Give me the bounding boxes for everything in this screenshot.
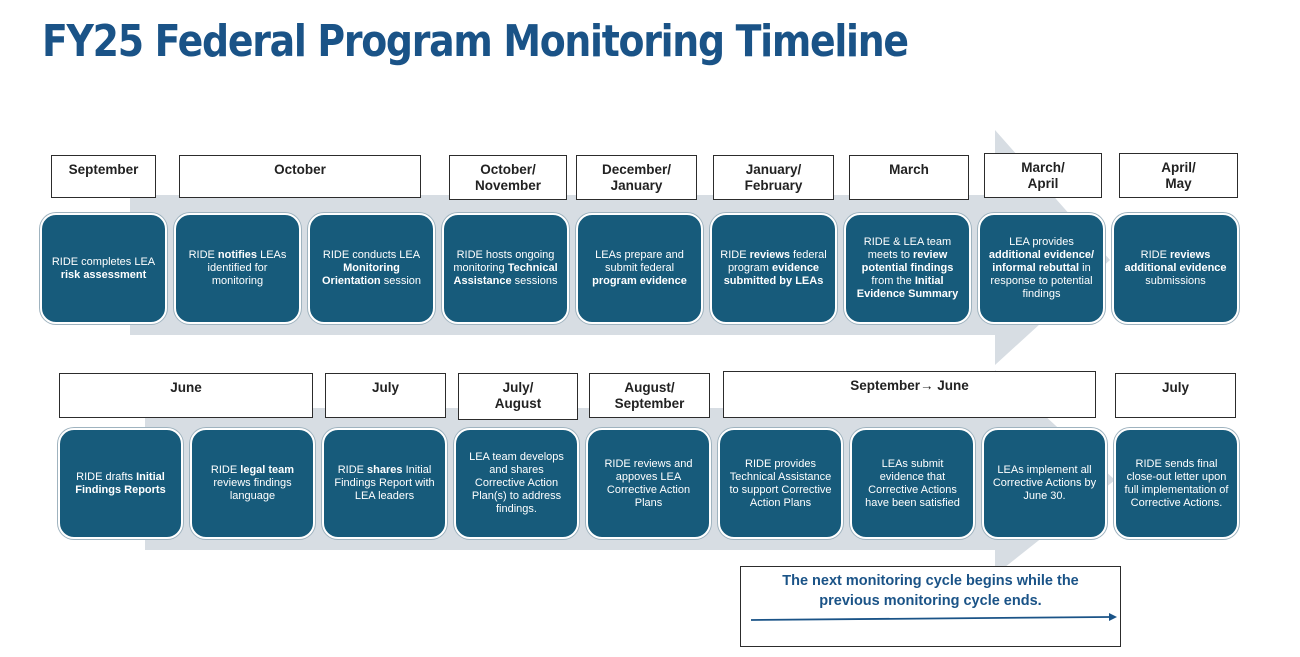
step-text: RIDE sends final close-out letter upon f… xyxy=(1124,457,1229,509)
step-text: RIDE shares Initial Findings Report with… xyxy=(334,464,435,502)
step-implement-corrective-actions: LEAs implement all Corrective Actions by… xyxy=(982,428,1107,539)
month-label-july: July xyxy=(325,373,446,418)
step-text: RIDE provides Technical Assistance to su… xyxy=(729,457,832,509)
step-text: RIDE legal team reviews findings languag… xyxy=(210,464,295,502)
month-label-july-august: July/ August xyxy=(458,373,578,420)
step-submit-program-evidence: LEAs prepare and submit federal program … xyxy=(576,213,703,324)
step-share-findings-report: RIDE shares Initial Findings Report with… xyxy=(322,428,447,539)
step-text: RIDE reviews and appoves LEA Corrective … xyxy=(604,457,693,509)
step-review-potential-findings: RIDE & LEA team meets to review potentia… xyxy=(844,213,971,324)
month-label-august-september: August/ September xyxy=(589,373,710,418)
step-approve-corrective-action-plans: RIDE reviews and appoves LEA Corrective … xyxy=(586,428,711,539)
step-text: LEAs implement all Corrective Actions by… xyxy=(992,464,1097,502)
step-text: RIDE & LEA team meets to review potentia… xyxy=(856,236,959,300)
step-text: LEA provides additional evidence/ inform… xyxy=(988,236,1095,300)
cycle-note-line-2: previous monitoring cycle ends. xyxy=(819,593,1042,609)
step-text: RIDE reviews additional evidence submiss… xyxy=(1124,249,1227,287)
page-title: FY25 Federal Program Monitoring Timeline xyxy=(42,16,909,67)
step-text: RIDE reviews federal program evidence su… xyxy=(720,249,827,287)
cycle-note-text: The next monitoring cycle begins while t… xyxy=(741,571,1120,611)
step-review-additional-evidence: RIDE reviews additional evidence submiss… xyxy=(1112,213,1239,324)
step-text: RIDE drafts Initial Findings Reports xyxy=(75,470,166,496)
cycle-arrow-icon xyxy=(750,613,1117,621)
step-text: LEA team develops and shares Corrective … xyxy=(469,451,564,515)
step-develop-corrective-action-plan: LEA team develops and shares Corrective … xyxy=(454,428,579,539)
step-legal-team-review: RIDE legal team reviews findings languag… xyxy=(190,428,315,539)
step-text: RIDE notifies LEAs identified for monito… xyxy=(188,249,287,287)
month-label-march: March xyxy=(849,155,969,200)
month-label-january-february: January/ February xyxy=(713,155,834,200)
month-label-march-april: March/ April xyxy=(984,153,1102,198)
step-technical-assistance-cap: RIDE provides Technical Assistance to su… xyxy=(718,428,843,539)
step-additional-evidence-rebuttal: LEA provides additional evidence/ inform… xyxy=(978,213,1105,324)
step-close-out-letter: RIDE sends final close-out letter upon f… xyxy=(1114,428,1239,539)
month-label-april-may: April/ May xyxy=(1119,153,1238,198)
step-review-evidence: RIDE reviews federal program evidence su… xyxy=(710,213,837,324)
step-text: RIDE conducts LEA Monitoring Orientation… xyxy=(321,249,422,287)
month-label-june: June xyxy=(59,373,313,418)
cycle-note-box: The next monitoring cycle begins while t… xyxy=(740,566,1121,647)
step-text: LEAs prepare and submit federal program … xyxy=(592,249,687,287)
step-notifies-leas: RIDE notifies LEAs identified for monito… xyxy=(174,213,301,324)
step-draft-initial-findings: RIDE drafts Initial Findings Reports xyxy=(58,428,183,539)
month-label-october: October xyxy=(179,155,421,198)
step-text: LEAs submit evidence that Corrective Act… xyxy=(865,457,960,509)
month-label-september-june: September→ June xyxy=(723,371,1096,418)
step-text: RIDE hosts ongoing monitoring Technical … xyxy=(453,249,558,287)
step-technical-assistance-sessions: RIDE hosts ongoing monitoring Technical … xyxy=(442,213,569,324)
month-label-october-november: October/ November xyxy=(449,155,567,200)
step-risk-assessment: RIDE completes LEA risk assessment xyxy=(40,213,167,324)
step-monitoring-orientation: RIDE conducts LEA Monitoring Orientation… xyxy=(308,213,435,324)
cycle-note-line-1: The next monitoring cycle begins while t… xyxy=(782,573,1079,589)
month-label-december-january: December/ January xyxy=(576,155,697,200)
step-text: RIDE completes LEA risk assessment xyxy=(51,255,156,281)
month-label-september: September xyxy=(51,155,156,198)
step-submit-satisfaction-evidence: LEAs submit evidence that Corrective Act… xyxy=(850,428,975,539)
month-label-july-closeout: July xyxy=(1115,373,1236,418)
